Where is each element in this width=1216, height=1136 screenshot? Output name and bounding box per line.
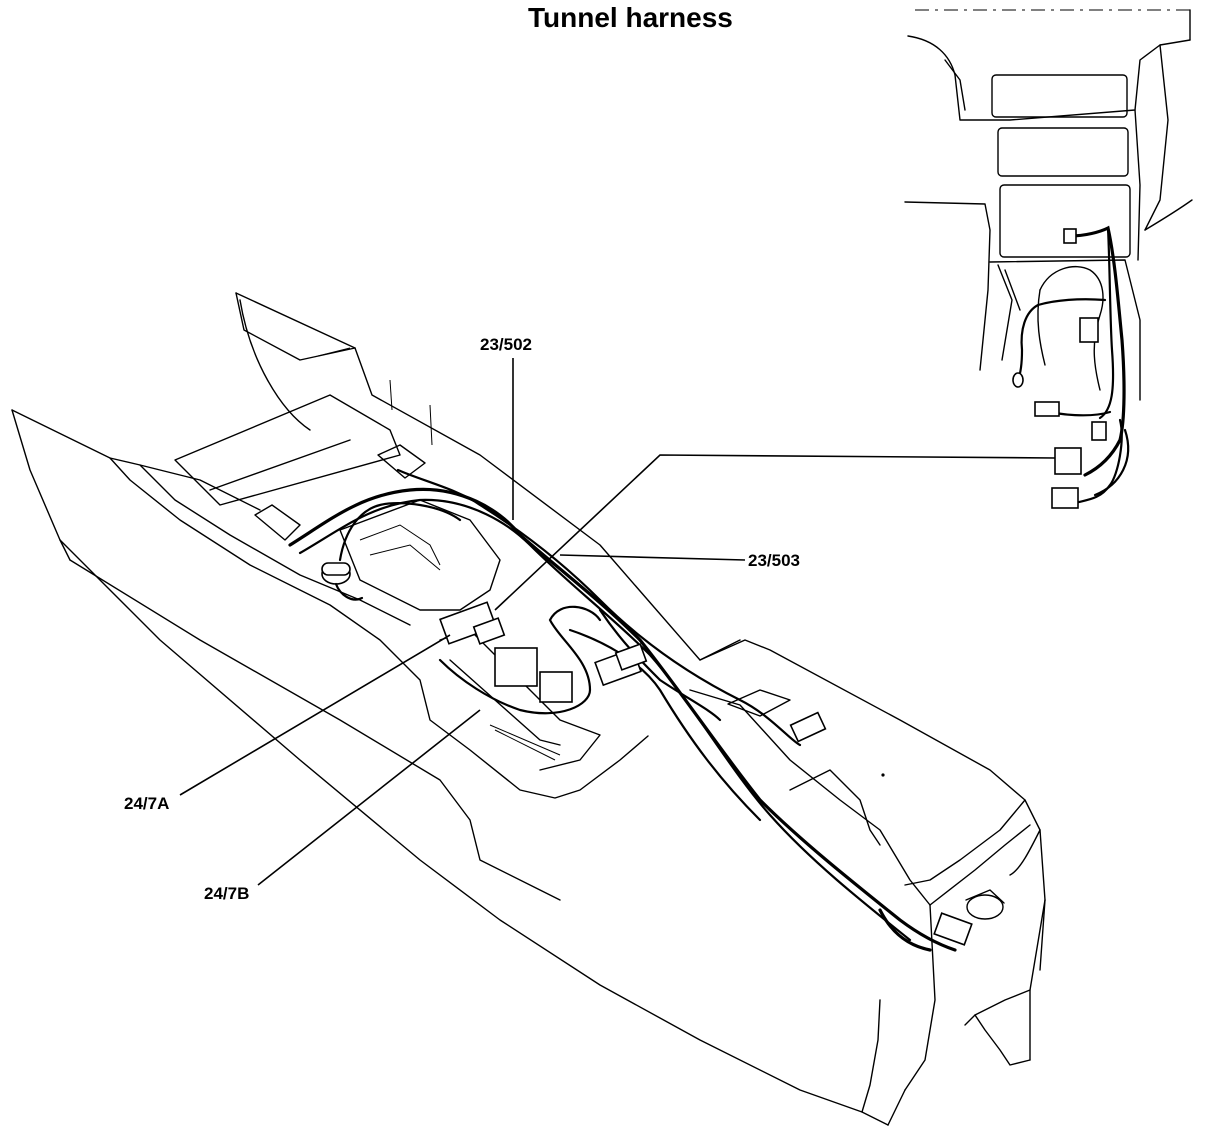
callout-23-503: 23/503 — [748, 551, 800, 570]
inset-dashboard-view — [904, 9, 1193, 509]
diagram-title: Tunnel harness — [528, 2, 733, 33]
callout-leaders — [179, 358, 1056, 886]
center-console-outline — [11, 292, 1046, 1126]
callout-23-502: 23/502 — [480, 335, 532, 354]
callout-24-7b: 24/7B — [204, 884, 250, 903]
callout-24-7a: 24/7A — [124, 794, 170, 813]
tunnel-harness-wiring — [288, 468, 973, 952]
